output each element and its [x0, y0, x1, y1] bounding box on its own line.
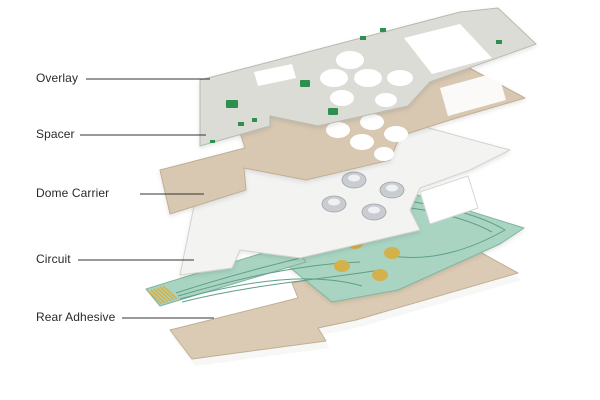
- metal-dome: [379, 181, 405, 199]
- rear-adhesive-sheet: [169, 251, 519, 360]
- overlay-key-holes: [320, 51, 413, 107]
- overlay-liner-markings: [210, 28, 502, 143]
- overlay-layer: [199, 7, 537, 147]
- metal-dome: [341, 171, 367, 189]
- display-window: [404, 24, 492, 74]
- metal-domes: [321, 171, 405, 221]
- contact-pad: [334, 260, 350, 272]
- dome-carrier-layer: [179, 119, 511, 276]
- label-circuit: Circuit: [36, 252, 71, 266]
- label-overlay: Overlay: [36, 71, 79, 85]
- spacer-layer: [159, 63, 526, 215]
- contact-pad: [384, 247, 400, 259]
- connector-pins: [147, 285, 178, 305]
- label-spacer: Spacer: [36, 127, 75, 141]
- dome-carrier-window: [419, 175, 479, 225]
- metal-dome: [361, 203, 387, 221]
- overlay-windows: [254, 24, 492, 86]
- rear-adhesive-layer: [169, 251, 522, 366]
- spacer-key-holes: [326, 114, 408, 161]
- contact-pad: [372, 269, 388, 281]
- metal-dome: [321, 195, 347, 213]
- label-dome-carrier: Dome Carrier: [36, 186, 110, 200]
- circuit-flex-tail: [145, 243, 307, 307]
- label-rear-adhesive: Rear Adhesive: [36, 310, 116, 324]
- spacer-window: [440, 72, 506, 116]
- leader-lines: [78, 78, 214, 319]
- side-window: [254, 64, 296, 86]
